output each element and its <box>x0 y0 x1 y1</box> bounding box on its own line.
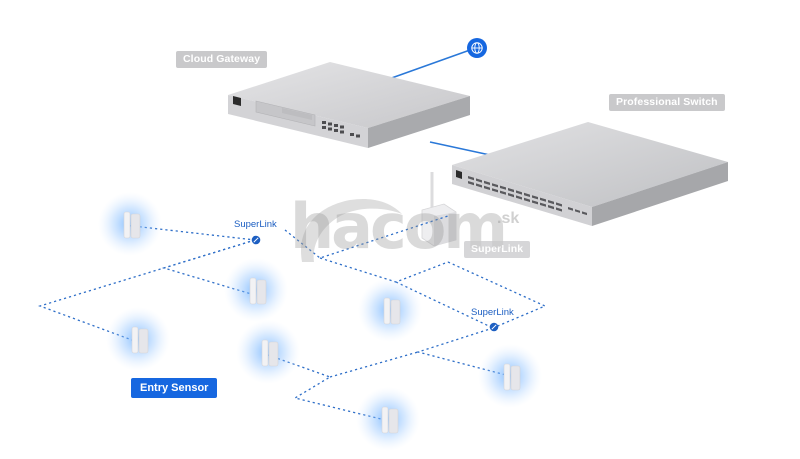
superlink-node-right <box>489 322 499 332</box>
cloud-gateway-label: Cloud Gateway <box>176 51 268 68</box>
entry-sensor-label: Entry Sensor <box>131 378 218 398</box>
superlink-label-right: SuperLink <box>471 307 514 318</box>
professional-switch-label: Professional Switch <box>609 94 725 111</box>
entry-sensor-icon <box>478 344 542 408</box>
entry-sensor-icon <box>356 387 420 451</box>
superlink-node-left <box>251 235 261 245</box>
globe-icon <box>467 38 487 58</box>
entry-sensor-icon <box>236 320 300 384</box>
cloud-gateway-device <box>228 62 470 148</box>
watermark-suffix: .sk <box>497 210 520 227</box>
watermark-swoosh <box>301 198 402 262</box>
superlink-hub-icon <box>421 172 457 247</box>
gateway-internet-link <box>385 49 471 81</box>
superlink-hub-label: SuperLink <box>464 241 531 258</box>
uplink-lines <box>385 49 491 156</box>
entry-sensor-icon <box>224 258 288 322</box>
entry-sensor-icon <box>98 192 162 256</box>
gateway-switch-link <box>429 141 491 156</box>
entry-sensor-icon <box>358 278 422 342</box>
entry-sensor-icon <box>106 307 170 371</box>
professional-switch-device <box>452 122 728 226</box>
superlink-label-left: SuperLink <box>234 219 277 230</box>
